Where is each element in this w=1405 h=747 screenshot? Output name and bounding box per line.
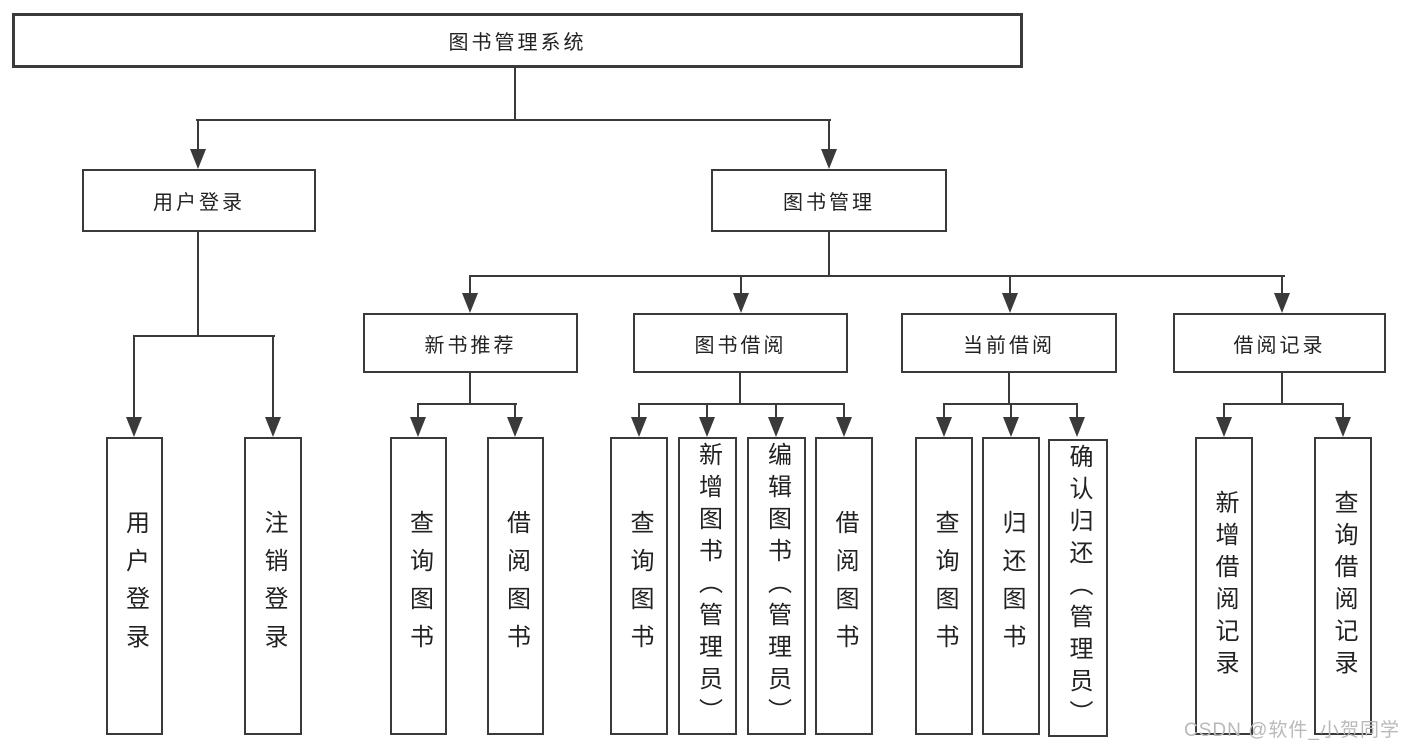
node-new-book-recommend: 新书推荐 <box>363 313 578 373</box>
node-label: 用户登录 <box>153 192 245 214</box>
connector-stem <box>417 403 419 425</box>
arrow-down-icon <box>1002 293 1018 313</box>
leaf-label: 借阅图书 <box>502 510 530 662</box>
node-label: 新书推荐 <box>424 334 517 357</box>
connector-stem <box>133 335 135 421</box>
leaf-label: 注销登录 <box>260 510 287 662</box>
connector-hline <box>417 403 517 405</box>
arrow-down-icon <box>821 149 837 169</box>
leaf-query-borrow-record: 查询借阅记录 <box>1314 437 1372 735</box>
connector-stem <box>843 403 845 425</box>
arrow-down-icon <box>1216 417 1232 437</box>
connector-stem <box>272 335 274 421</box>
leaf-query-books: 查询图书 <box>610 437 668 735</box>
leaf-borrow-books: 借阅图书 <box>815 437 873 735</box>
arrow-down-icon <box>1274 293 1290 313</box>
node-user-login: 用户登录 <box>82 169 316 232</box>
connector-vline <box>469 373 471 405</box>
node-current-borrow: 当前借阅 <box>901 313 1117 373</box>
arrow-down-icon <box>190 149 206 169</box>
arrow-down-icon <box>733 293 749 313</box>
leaf-confirm-return-admin: 确认归还（管理员） <box>1048 439 1108 737</box>
leaf-user-login: 用户登录 <box>106 437 163 735</box>
leaf-query-books: 查询图书 <box>915 437 973 735</box>
connector-vline <box>1008 373 1010 405</box>
leaf-add-books-admin: 新增图书（管理员） <box>678 437 737 735</box>
connector-stem <box>1076 403 1078 425</box>
connector-stem <box>1342 403 1344 425</box>
arrow-down-icon <box>1069 417 1085 437</box>
connector-stem <box>1281 275 1283 297</box>
leaf-query-books: 查询图书 <box>390 437 447 735</box>
node-borrow-records: 借阅记录 <box>1173 313 1386 373</box>
node-book-management: 图书管理 <box>711 169 947 232</box>
connector-stem <box>706 403 708 425</box>
node-label: 图书管理系统 <box>448 32 587 54</box>
node-label: 图书管理 <box>783 192 875 214</box>
arrow-down-icon <box>507 417 523 437</box>
leaf-borrow-books: 借阅图书 <box>487 437 544 735</box>
connector-vline <box>1281 373 1283 405</box>
connector-stem <box>775 403 777 425</box>
arrow-down-icon <box>462 293 478 313</box>
node-label: 当前借阅 <box>963 334 1055 357</box>
leaf-label: 新增借阅记录 <box>1211 490 1238 682</box>
leaf-return-books: 归还图书 <box>982 437 1040 735</box>
arrow-down-icon <box>768 417 784 437</box>
leaf-label: 查询图书 <box>931 510 958 662</box>
connector-stem <box>1223 403 1225 425</box>
arrow-down-icon <box>265 417 281 437</box>
connector-stem <box>469 275 471 297</box>
connector-stem <box>943 403 945 425</box>
leaf-label: 查询图书 <box>405 510 433 662</box>
leaf-label: 确认归还（管理员） <box>1065 444 1092 732</box>
leaf-label: 查询借阅记录 <box>1330 490 1357 682</box>
connector-stem <box>514 403 516 425</box>
connector-stem <box>828 119 830 152</box>
connector-hline <box>638 403 845 405</box>
leaf-edit-books-admin: 编辑图书（管理员） <box>747 437 806 735</box>
connector-stem <box>740 275 742 297</box>
leaf-add-borrow-record: 新增借阅记录 <box>1195 437 1253 735</box>
connector-hline <box>469 275 1285 277</box>
leaf-label: 查询图书 <box>626 510 653 662</box>
node-label: 图书借阅 <box>694 334 787 357</box>
leaf-label: 编辑图书（管理员） <box>763 442 791 730</box>
connector-hline <box>1223 403 1344 405</box>
leaf-label: 归还图书 <box>998 510 1025 662</box>
leaf-label: 用户登录 <box>121 510 149 662</box>
leaf-logout: 注销登录 <box>244 437 302 735</box>
arrow-down-icon <box>410 417 426 437</box>
arrow-down-icon <box>126 417 142 437</box>
arrow-down-icon <box>699 417 715 437</box>
arrow-down-icon <box>631 417 647 437</box>
node-label: 借阅记录 <box>1233 334 1326 357</box>
connector-root-hline <box>196 119 831 121</box>
arrow-down-icon <box>836 417 852 437</box>
connector-stem <box>638 403 640 425</box>
connector-vline <box>828 232 830 277</box>
node-book-borrow: 图书借阅 <box>633 313 848 373</box>
arrow-down-icon <box>1003 417 1019 437</box>
connector-root-vline <box>514 66 516 121</box>
leaf-label: 借阅图书 <box>831 510 858 662</box>
arrow-down-icon <box>936 417 952 437</box>
leaf-label: 新增图书（管理员） <box>694 442 722 730</box>
connector-stem <box>1009 275 1011 297</box>
connector-vline <box>197 232 199 337</box>
connector-stem <box>1010 403 1012 425</box>
connector-vline <box>739 373 741 405</box>
csdn-watermark: CSDN @软件_小贺同学 <box>1184 720 1400 741</box>
connector-hline <box>133 335 275 337</box>
node-library-system: 图书管理系统 <box>12 13 1023 68</box>
arrow-down-icon <box>1335 417 1351 437</box>
connector-stem <box>197 119 199 152</box>
